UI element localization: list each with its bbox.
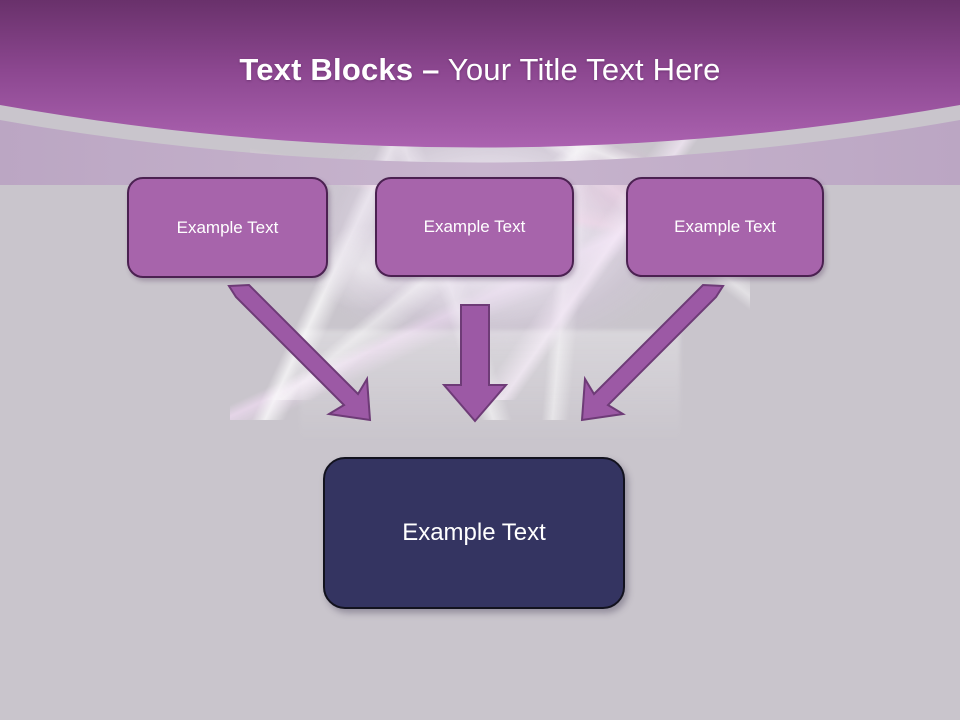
page-title-strong: Text Blocks – <box>239 52 440 87</box>
text-block-3[interactable]: Example Text <box>626 177 824 277</box>
page-title: Text Blocks – Your Title Text Here <box>0 52 960 88</box>
text-block-result[interactable]: Example Text <box>323 457 625 609</box>
text-block-1[interactable]: Example Text <box>127 177 328 278</box>
page-title-light: Your Title Text Here <box>439 52 721 87</box>
text-block-2[interactable]: Example Text <box>375 177 574 277</box>
arrow-left-diagonal-icon <box>227 283 372 422</box>
text-block-result-label: Example Text <box>402 519 546 546</box>
title-banner <box>0 0 960 185</box>
text-block-1-label: Example Text <box>176 217 279 237</box>
arrow-center-down-icon <box>441 304 509 423</box>
arrow-right-diagonal-icon <box>580 283 725 422</box>
text-block-3-label: Example Text <box>674 217 776 236</box>
text-block-2-label: Example Text <box>423 217 526 236</box>
